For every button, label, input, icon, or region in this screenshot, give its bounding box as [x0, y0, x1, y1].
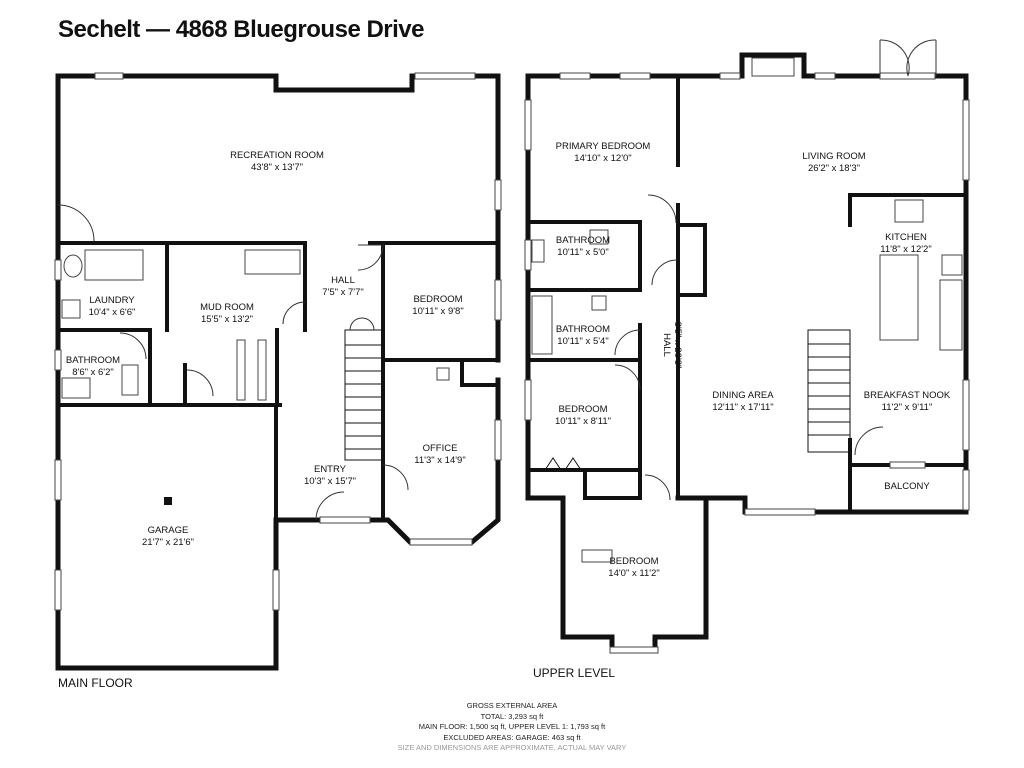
room-dim-primary: 14'10" x 12'0"	[574, 153, 631, 164]
area-total: TOTAL: 3,293 sq ft	[480, 711, 544, 721]
room-name-bedroom-up1: BEDROOM	[558, 404, 607, 415]
area-disclaimer: SIZE AND DIMENSIONS ARE APPROXIMATE, ACT…	[397, 743, 627, 752]
room-dim-living: 26'2" x 18'3"	[808, 163, 860, 174]
room-dim-office: 11'3" x 14'9"	[414, 455, 465, 466]
upper-level-label: UPPER LEVEL	[533, 666, 616, 680]
room-name-garage: GARAGE	[148, 525, 189, 536]
area-summary: GROSS EXTERNAL AREA TOTAL: 3,293 sq ft M…	[0, 701, 1024, 754]
room-name-bedroom-up2: BEDROOM	[609, 556, 658, 567]
room-dim-garage: 21'7" x 21'6"	[142, 537, 194, 548]
room-dim-bedroom-main: 10'11" x 9'8"	[412, 306, 463, 317]
room-dim-bedroom-up2: 14'0" x 11'2"	[608, 568, 659, 579]
room-name-kitchen: KITCHEN	[885, 232, 927, 243]
room-name-living: LIVING ROOM	[802, 151, 865, 162]
room-name-balcony: BALCONY	[884, 481, 930, 492]
room-dim-mud: 15'5" x 13'2"	[201, 314, 253, 325]
area-excluded: EXCLUDED AREAS: GARAGE: 463 sq ft	[443, 732, 581, 742]
room-name-laundry: LAUNDRY	[89, 295, 135, 306]
upper-floor	[524, 39, 970, 654]
main-floor-label: MAIN FLOOR	[58, 676, 133, 690]
area-heading: GROSS EXTERNAL AREA	[466, 701, 558, 710]
room-dim-breakfast: 11'2" x 9'11"	[882, 402, 933, 413]
area-by-floor: MAIN FLOOR: 1,500 sq ft, UPPER LEVEL 1: …	[418, 722, 606, 731]
room-dim-laundry: 10'4" x 6'6"	[89, 307, 136, 318]
room-name-bath-main: BATHROOM	[66, 355, 120, 366]
room-name-breakfast: BREAKFAST NOOK	[864, 390, 951, 401]
room-dim-hall-main: 7'5" x 7'7"	[322, 287, 364, 298]
room-name-bath-up2: BATHROOM	[556, 324, 610, 335]
room-name-hall-main: HALL	[331, 275, 355, 286]
room-dim-bath-up2: 10'11" x 5'4"	[557, 336, 608, 347]
room-dim-dining: 12'11" x 17'11"	[712, 402, 773, 413]
room-dim-bath-main: 8'6" x 6'2"	[72, 367, 114, 378]
room-dim-bedroom-up1: 10'11" x 8'11"	[555, 416, 611, 427]
plan-title: Sechelt — 4868 Bluegrouse Drive	[58, 16, 425, 43]
main-floor	[54, 72, 502, 671]
room-name-entry: ENTRY	[314, 464, 347, 475]
room-name-dining: DINING AREA	[712, 390, 774, 401]
room-dim-recreation: 43'8" x 13'7"	[251, 162, 303, 173]
room-dim-entry: 10'3" x 15'7"	[304, 476, 356, 487]
room-name-recreation: RECREATION ROOM	[230, 150, 324, 161]
room-dim-kitchen: 11'8" x 12'2"	[880, 244, 931, 255]
room-name-hall-up: HALL	[661, 333, 672, 357]
svg-text:HALL3'5" x 20'3": HALL3'5" x 20'3"	[661, 322, 683, 369]
room-dim-hall-up: 3'5" x 20'3"	[672, 322, 683, 369]
room-name-primary: PRIMARY BEDROOM	[556, 141, 651, 152]
room-dim-bath-up1: 10'11" x 5'0"	[557, 247, 608, 258]
room-name-bath-up1: BATHROOM	[556, 235, 610, 246]
room-name-bedroom-main: BEDROOM	[413, 294, 462, 305]
room-name-office: OFFICE	[423, 443, 458, 454]
room-name-mud: MUD ROOM	[200, 302, 254, 313]
